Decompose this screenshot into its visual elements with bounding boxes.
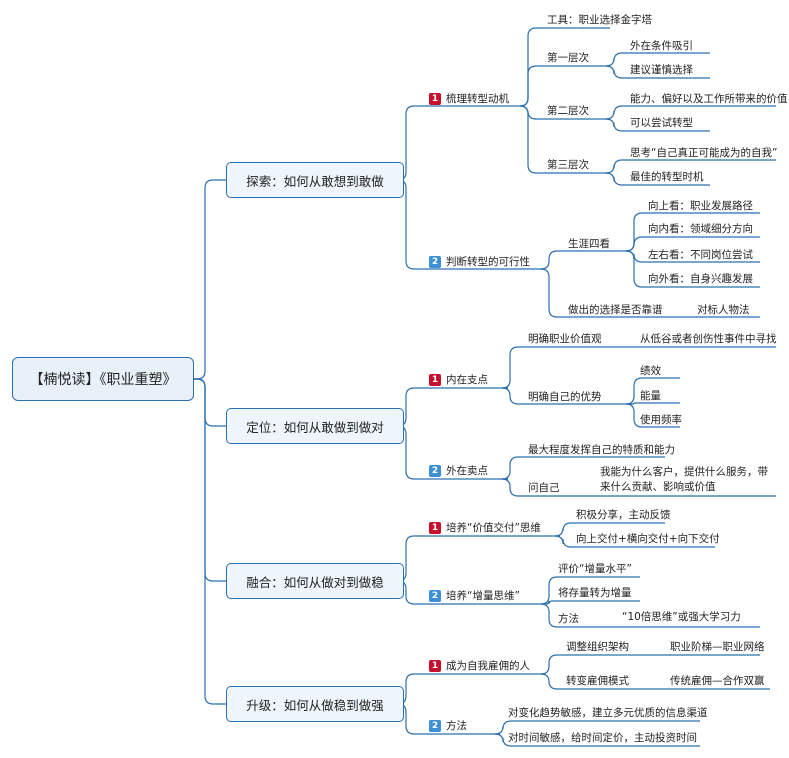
tool-label[interactable]: 工具：职业选择金字塔 [547, 14, 652, 26]
values-label[interactable]: 明确职业价值观 [528, 333, 602, 345]
connector [194, 378, 226, 582]
number-badge: 2 [429, 590, 441, 602]
section-title: 定位：如何从敢做到做对 [246, 419, 384, 435]
number-badge: 1 [429, 660, 441, 672]
number-badge: 1 [429, 374, 441, 386]
root-label: 【楠悦读】《职业重塑》 [29, 372, 177, 388]
level-label[interactable]: 第一层次 [547, 52, 589, 64]
section-upgrade[interactable]: 升级：如何从做稳到做强 [226, 686, 404, 722]
strength-label[interactable]: 明确自己的优势 [528, 391, 602, 403]
connector [540, 654, 660, 675]
connector [605, 118, 710, 132]
look-item[interactable]: 向外看：自身兴趣发展 [648, 273, 753, 285]
connector [494, 733, 700, 747]
connector [397, 535, 560, 582]
connector [630, 402, 680, 405]
strength-item[interactable]: 绩效 [640, 365, 661, 377]
look-item[interactable]: 左右看：不同岗位尝试 [648, 249, 753, 261]
section-title: 探索：如何从敢想到敢做 [246, 173, 384, 189]
section-explore[interactable]: 探索：如何从敢想到敢做 [226, 162, 404, 198]
org-label[interactable]: 调整组织架构 [566, 641, 629, 653]
connector [397, 673, 545, 705]
strength-item[interactable]: 能量 [640, 390, 661, 402]
connector [540, 268, 760, 318]
value-item[interactable]: 向上交付+横向交付+向下交付 [576, 533, 720, 545]
level-item[interactable]: 最佳的转型时机 [630, 171, 704, 183]
level-label[interactable]: 第二层次 [547, 105, 589, 117]
employ-label[interactable]: 转变雇佣模式 [566, 675, 629, 687]
number-badge: 2 [429, 256, 441, 268]
level-item[interactable]: 建议谨慎选择 [630, 64, 693, 76]
sub-topic-inner[interactable]: 内在支点 [446, 374, 488, 386]
org-item[interactable]: 职业阶梯—职业网络 [670, 641, 765, 653]
level-item[interactable]: 能力、偏好以及工作所带来的价值 [630, 93, 788, 105]
value-item[interactable]: 积极分享，主动反馈 [576, 509, 671, 521]
sub-topic-self-employed[interactable]: 成为自我雇佣的人 [446, 660, 530, 672]
connector [519, 105, 610, 174]
level-label[interactable]: 第三层次 [547, 159, 589, 171]
increment-item[interactable]: 将存量转为增量 [558, 587, 632, 599]
employ-item[interactable]: 传统雇佣—合作双赢 [670, 675, 765, 687]
connector [194, 179, 226, 380]
number-badge: 1 [429, 522, 441, 534]
connector [501, 387, 630, 405]
connector [625, 250, 760, 288]
connector [194, 378, 226, 705]
number-badge: 2 [429, 465, 441, 477]
ask-item[interactable]: 我能为什么客户，提供什么服务，带来什么贡献、影响或价值 [600, 466, 768, 493]
strength-item[interactable]: 使用频率 [640, 414, 682, 426]
connector [519, 27, 610, 107]
sub-topic-increment[interactable]: 培养“增量思维” [446, 590, 520, 602]
sub-topic-motivation[interactable]: 梳理转型动机 [446, 93, 509, 105]
sub-topic-value-delivery[interactable]: 培养“价值交付”思维 [446, 522, 541, 534]
sub-topic-outer[interactable]: 外在卖点 [446, 465, 488, 477]
sub-topic-method[interactable]: 方法 [446, 720, 467, 732]
look-item[interactable]: 向上看：职业发展路径 [648, 200, 753, 212]
connector [397, 387, 508, 427]
choice-label[interactable]: 做出的选择是否靠谱 [568, 304, 663, 316]
look-label[interactable]: 生涯四看 [568, 238, 610, 250]
method-item[interactable]: 对时间敏感，给时间定价，主动投资时间 [508, 732, 697, 744]
connector [625, 403, 680, 428]
level-item[interactable]: 思考“自己真正可能成为的自我” [630, 147, 778, 159]
connector [545, 600, 640, 605]
connector [501, 346, 630, 389]
level-item[interactable]: 外在条件吸引 [630, 40, 693, 52]
level-item[interactable]: 可以尝试转型 [630, 117, 693, 129]
connector [605, 172, 710, 186]
number-badge: 1 [429, 93, 441, 105]
look-item[interactable]: 向内看：领域细分方向 [648, 223, 753, 235]
connector [501, 478, 776, 497]
connector [519, 65, 610, 107]
sub-topic-feasibility[interactable]: 判断转型的可行性 [446, 256, 530, 268]
number-badge: 2 [429, 720, 441, 732]
ask-label[interactable]: 问自己 [528, 482, 560, 494]
connector [554, 535, 715, 548]
method-label[interactable]: 方法 [558, 613, 579, 625]
connector [605, 65, 710, 79]
connector [540, 673, 660, 690]
method-item[interactable]: “10倍思维”或强大学习力 [622, 611, 741, 623]
max-ability[interactable]: 最大程度发挥自己的特质和能力 [528, 444, 675, 456]
section-title: 升级：如何从做稳到做强 [246, 697, 384, 713]
method-item[interactable]: 对变化趋势敏感，建立多元优质的信息渠道 [508, 707, 708, 719]
choice-item[interactable]: 对标人物法 [697, 304, 750, 316]
section-merge[interactable]: 融合：如何从做对到做稳 [226, 563, 404, 599]
connector [540, 250, 630, 270]
section-title: 融合：如何从做对到做稳 [246, 574, 384, 590]
values-item[interactable]: 从低谷或者创伤性事件中寻找 [640, 333, 777, 345]
connector [540, 603, 600, 628]
section-position[interactable]: 定位：如何从敢做到做对 [226, 408, 404, 444]
increment-item[interactable]: 评价“增量水平” [558, 563, 632, 575]
connector [397, 105, 520, 181]
connector [194, 378, 226, 427]
root-node[interactable]: 【楠悦读】《职业重塑》 [12, 357, 194, 401]
